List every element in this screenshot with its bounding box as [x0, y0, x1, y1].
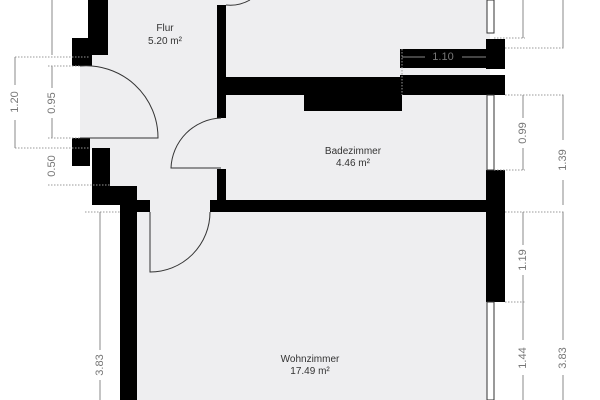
room-area-flur: 5.20 m²: [148, 36, 183, 47]
living-room-door[interactable]: [149, 211, 211, 273]
walls: [72, 0, 505, 400]
room-name-wohnzimmer: Wohnzimmer: [281, 354, 340, 365]
dim-label: 0.95: [46, 92, 58, 113]
room-name-flur: Flur: [156, 23, 174, 34]
dim-label: 1.10: [432, 51, 453, 63]
dim-label: 0.50: [46, 155, 58, 176]
room-area-wohnzimmer: 17.49 m²: [290, 366, 330, 377]
dim-label: 3.83: [557, 347, 569, 368]
dim-label: 1.44: [517, 347, 529, 368]
dim-label: 0.99: [517, 122, 529, 143]
room-name-badezimmer: Badezimmer: [325, 146, 382, 157]
bathroom-door[interactable]: [170, 117, 222, 169]
dimension-lines: [14, 0, 565, 400]
dim-label: 1.19: [517, 249, 529, 270]
dim-label: 1.20: [9, 91, 21, 112]
top-door-arc: [225, 0, 251, 6]
windows: [486, 0, 495, 400]
dim-label: 3.83: [94, 354, 106, 375]
dim-label: 1.39: [557, 149, 569, 170]
entrance-door[interactable]: [79, 65, 159, 139]
room-area-badezimmer: 4.46 m²: [336, 158, 371, 169]
